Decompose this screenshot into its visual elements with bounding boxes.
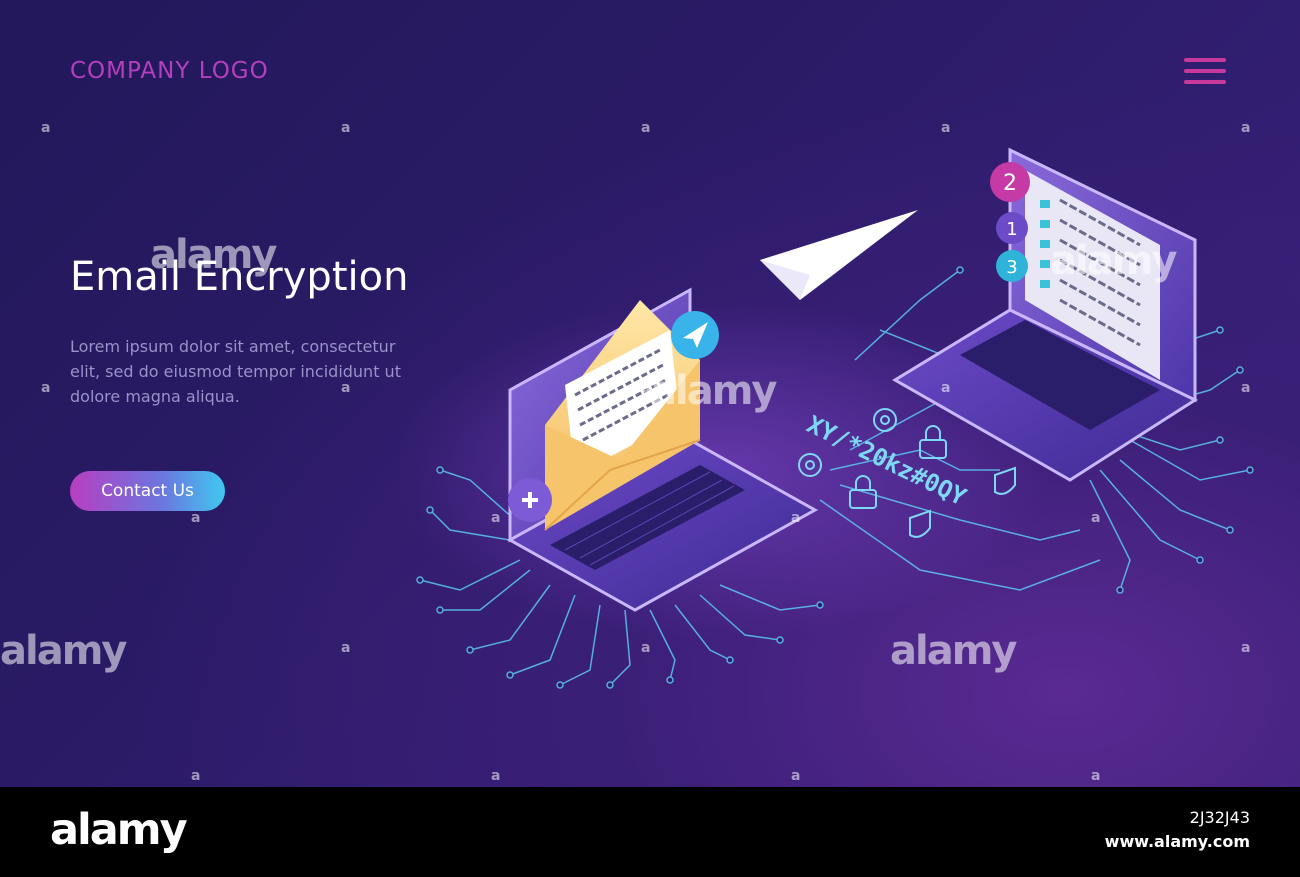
send-icon: [671, 311, 719, 359]
watermark-mark: a: [791, 510, 801, 526]
contact-us-button[interactable]: Contact Us: [70, 471, 225, 511]
watermark-mark: a: [791, 768, 801, 784]
watermark-mark: a: [341, 640, 351, 656]
badge-1: 1: [996, 212, 1028, 244]
watermark-mark: a: [1091, 768, 1101, 784]
envelope-icon: [544, 300, 701, 531]
svg-text:1: 1: [1006, 219, 1017, 240]
shield-icon: [909, 509, 931, 538]
watermark-mark: a: [941, 380, 951, 396]
watermark-mark: a: [641, 380, 651, 396]
checklist-icon: [1025, 170, 1160, 380]
hamburger-menu-icon[interactable]: [1182, 56, 1228, 86]
watermark-mark: a: [191, 510, 201, 526]
watermark: alamy: [0, 628, 127, 674]
site-url: www.alamy.com: [1104, 832, 1250, 851]
watermark-mark: a: [41, 120, 51, 136]
svg-text:2: 2: [1003, 171, 1017, 196]
gear-icon: [873, 408, 897, 432]
plus-icon: [508, 478, 552, 522]
watermark-mark: a: [491, 510, 501, 526]
footer-logo: alamy: [50, 805, 188, 855]
lock-icon: [919, 425, 947, 459]
watermark-footer: [0, 787, 1300, 877]
watermark-mark: a: [191, 768, 201, 784]
watermark-mark: a: [641, 120, 651, 136]
email-encryption-illustration: 2 1 3 XY/*20kz#0QY: [400, 147, 1254, 689]
watermark-mark: a: [1091, 510, 1101, 526]
gear-icon: [798, 453, 822, 477]
watermark-mark: a: [491, 768, 501, 784]
watermark: alamy: [650, 368, 777, 414]
page-title: Email Encryption: [70, 254, 409, 300]
watermark-mark: a: [41, 380, 51, 396]
badge-3: 3: [996, 250, 1028, 282]
watermark-mark: a: [1241, 640, 1251, 656]
watermark: alamy: [890, 628, 1017, 674]
laptop-icon: [892, 147, 1199, 482]
watermark-mark: a: [941, 120, 951, 136]
hero-banner: COMPANY LOGO Email Encryption Lorem ipsu…: [0, 0, 1300, 787]
watermark-mark: a: [1241, 120, 1251, 136]
lock-icon: [849, 475, 877, 509]
watermark: alamy: [150, 232, 277, 278]
watermark-mark: a: [341, 380, 351, 396]
paper-plane-icon: [760, 210, 918, 300]
shield-icon: [994, 466, 1016, 495]
watermark: alamy: [1050, 238, 1177, 284]
watermark-mark: a: [641, 640, 651, 656]
svg-text:3: 3: [1006, 257, 1017, 278]
company-logo[interactable]: COMPANY LOGO: [70, 58, 269, 84]
badge-2: 2: [990, 162, 1030, 202]
image-id: 2J32J43: [1189, 808, 1250, 827]
watermark-mark: a: [341, 120, 351, 136]
hero-description: Lorem ipsum dolor sit amet, consectetur …: [70, 337, 401, 406]
watermark-mark: a: [1241, 380, 1251, 396]
